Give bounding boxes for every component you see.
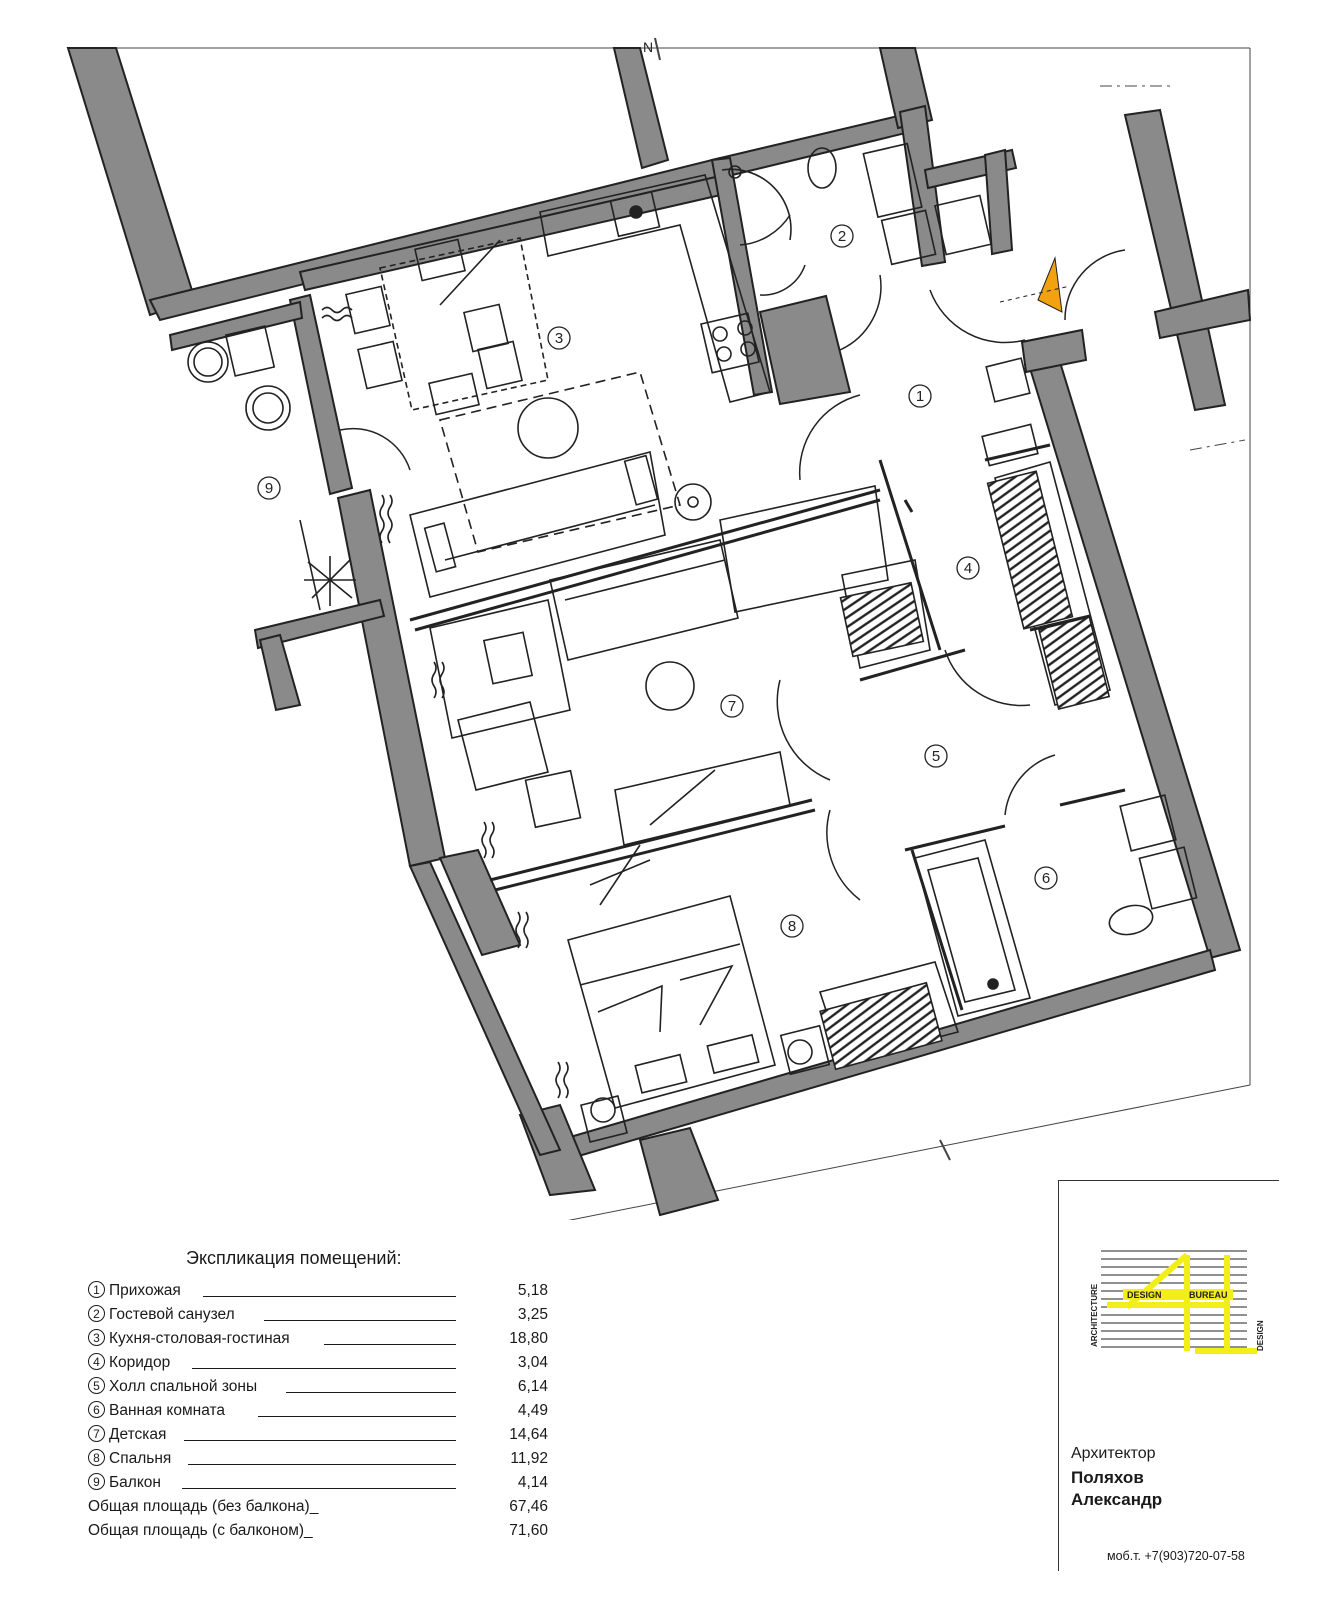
- room-number-badge: 9: [88, 1473, 105, 1490]
- room-marker-7: 7: [720, 694, 744, 718]
- legend-total-row: Общая площадь (без балкона)_ 67,46: [88, 1496, 548, 1518]
- total-area: 67,46: [509, 1498, 548, 1515]
- svg-text:5: 5: [932, 748, 940, 765]
- svg-text:DESIGN: DESIGN: [1127, 1290, 1162, 1300]
- room-name: Коридор: [109, 1354, 171, 1371]
- nursery-furniture: [429, 485, 931, 846]
- floor-plan: N 1 2 3 4 5 6 7 8 9: [66, 37, 1252, 1220]
- room-area: 18,80: [509, 1330, 548, 1347]
- svg-text:2: 2: [838, 228, 846, 245]
- svg-text:3: 3: [555, 330, 563, 347]
- balcony-furniture: [187, 325, 321, 611]
- room-marker-8: 8: [780, 914, 804, 938]
- room-name: Спальня: [109, 1450, 172, 1467]
- room-name: Холл спальной зоны: [109, 1378, 258, 1395]
- architect-firstname: Александр: [1071, 1490, 1163, 1509]
- room-number-badge: 6: [88, 1401, 105, 1418]
- svg-text:7: 7: [728, 698, 736, 715]
- total-area: 71,60: [509, 1522, 548, 1539]
- living-furniture: [409, 371, 712, 598]
- kitchen-counter: [539, 174, 772, 403]
- room-name: Прихожая: [109, 1282, 181, 1299]
- design-bureau-logo: ARCHITECTURE DESIGN DESIGN BUREAU: [1090, 1250, 1265, 1354]
- svg-text:6: 6: [1042, 870, 1050, 887]
- room-number-badge: 7: [88, 1425, 105, 1442]
- title-block: ARCHITECTURE DESIGN DESIGN BUREAU Архите…: [1058, 1180, 1279, 1571]
- construction-lines: [70, 37, 1251, 1220]
- room-area: 4,49: [517, 1402, 548, 1419]
- legend-title: Экспликация помещений:: [186, 1248, 402, 1268]
- north-label: N: [643, 39, 653, 55]
- room-markers: 1 2 3 4 5 6 7 8 9: [257, 224, 1058, 938]
- phone-number: моб.т. +7(903)720-07-58: [1107, 1549, 1245, 1563]
- legend-total-row: Общая площадь (с балконом)_ 71,60: [88, 1520, 548, 1542]
- dining-set: [345, 237, 549, 416]
- room-marker-5: 5: [924, 744, 948, 768]
- svg-text:1: 1: [916, 388, 924, 405]
- room-area: 5,18: [517, 1282, 548, 1299]
- room-name: Гостевой санузел: [109, 1306, 235, 1323]
- radiators: [321, 306, 569, 1099]
- room-name: Балкон: [109, 1474, 161, 1491]
- room-area: 6,14: [517, 1378, 548, 1395]
- room-number-badge: 1: [88, 1281, 105, 1298]
- architect-surname: Поляхов: [1071, 1468, 1144, 1487]
- svg-text:8: 8: [788, 918, 796, 935]
- room-name: Ванная комната: [109, 1402, 226, 1419]
- room-marker-6: 6: [1034, 866, 1058, 890]
- wardrobes: [986, 461, 1111, 711]
- room-number-badge: 5: [88, 1377, 105, 1394]
- room-marker-4: 4: [956, 556, 980, 580]
- room-area: 3,04: [517, 1354, 548, 1371]
- room-number-badge: 4: [88, 1353, 105, 1370]
- architect-name: Поляхов Александр: [1071, 1467, 1162, 1511]
- svg-text:DESIGN: DESIGN: [1256, 1320, 1265, 1351]
- bathroom-fixtures: [721, 142, 1198, 1017]
- svg-text:BUREAU: BUREAU: [1189, 1290, 1228, 1300]
- room-marker-3: 3: [547, 326, 571, 350]
- room-area: 11,92: [510, 1450, 548, 1467]
- room-number-badge: 8: [88, 1449, 105, 1466]
- room-area: 4,14: [517, 1474, 548, 1491]
- room-area: 14,64: [509, 1426, 548, 1443]
- architect-label: Архитектор: [1071, 1445, 1156, 1462]
- svg-text:9: 9: [265, 480, 273, 497]
- entrance-marker-icon: [1037, 256, 1063, 313]
- room-area: 3,25: [517, 1306, 548, 1323]
- svg-text:ARCHITECTURE: ARCHITECTURE: [1090, 1283, 1099, 1347]
- svg-text:4: 4: [964, 560, 972, 577]
- room-number-badge: 2: [88, 1305, 105, 1322]
- room-name: Кухня-столовая-гостиная: [109, 1330, 290, 1347]
- room-number-badge: 3: [88, 1329, 105, 1346]
- total-label: Общая площадь (с балконом)_: [88, 1522, 313, 1539]
- room-marker-1: 1: [908, 384, 932, 408]
- plant-icon: [304, 556, 356, 606]
- bedroom-furniture: [567, 844, 960, 1144]
- room-marker-2: 2: [830, 224, 854, 248]
- room-name: Детская: [109, 1426, 167, 1443]
- total-label: Общая площадь (без балкона)_: [88, 1498, 319, 1515]
- door-swings: [339, 214, 1126, 901]
- room-marker-9: 9: [257, 476, 281, 500]
